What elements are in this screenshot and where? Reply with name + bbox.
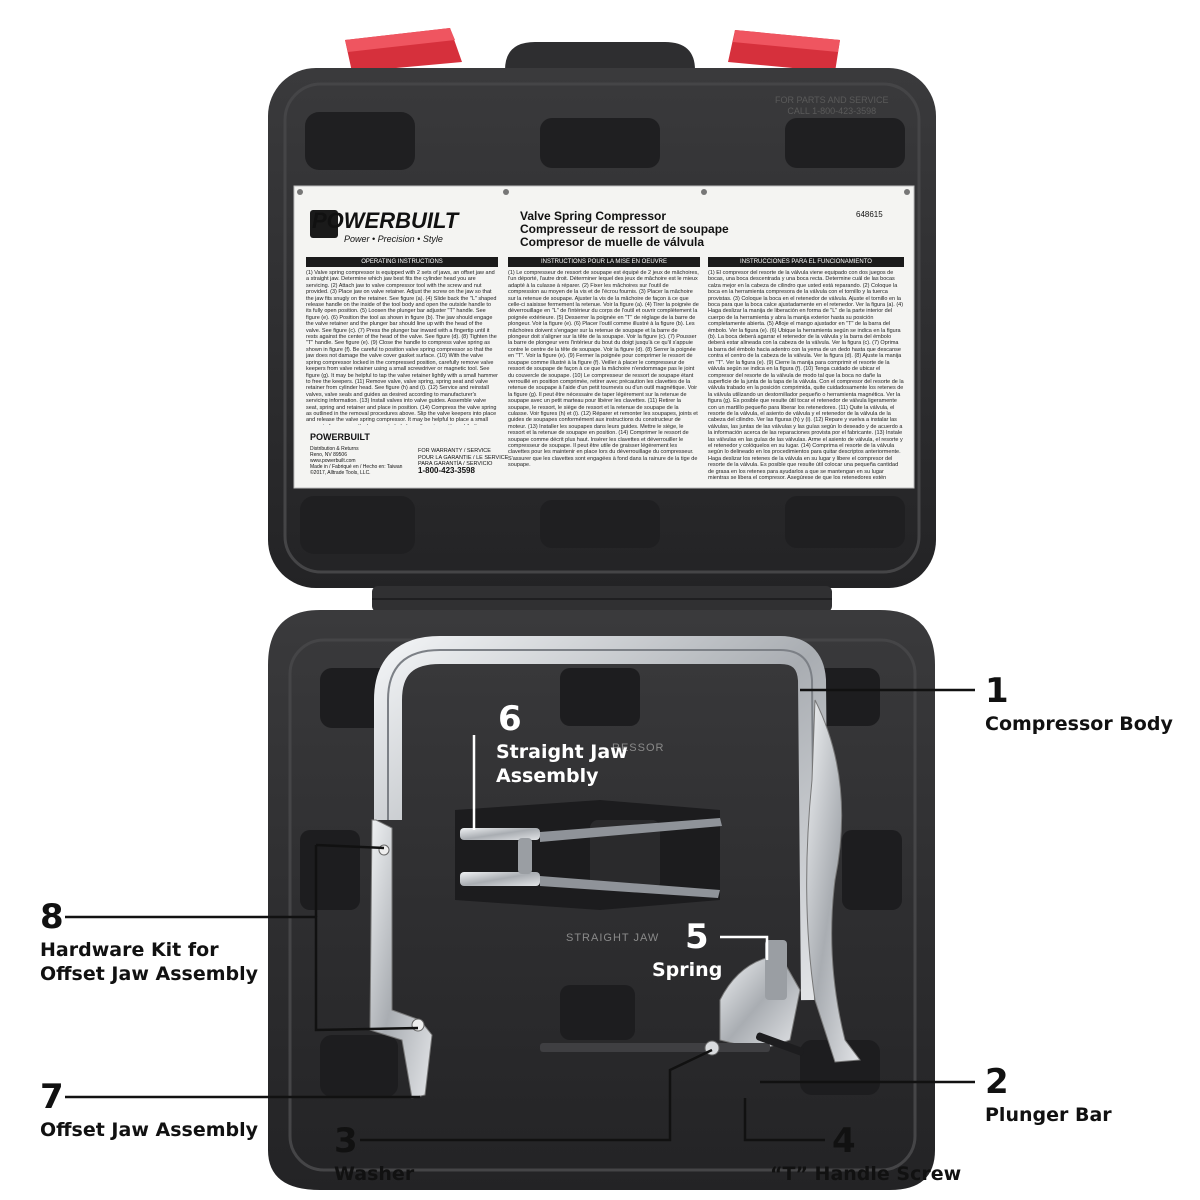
leader-8-top — [315, 843, 385, 850]
callout-label: “T” Handle Screw — [770, 1163, 962, 1185]
callout-number: 6 — [498, 699, 522, 739]
distribution: Distribution & Returns — [310, 446, 359, 452]
straight-jaw-spring — [518, 838, 532, 874]
leader-4 — [743, 1098, 825, 1142]
callout-label: Spring — [652, 959, 723, 981]
service-line-1: FOR PARTS AND SERVICE — [775, 95, 889, 105]
website: www.powerbuilt.com — [310, 458, 356, 464]
label-logo-box — [310, 210, 338, 238]
warranty-3: PARA GARANTÍA / SERVICIO — [418, 461, 493, 467]
title-en: Valve Spring Compressor — [520, 209, 667, 223]
label-title: Valve Spring Compressor Compresseur de r… — [520, 210, 729, 249]
callout-label: Plunger Bar — [985, 1104, 1112, 1126]
callout-number: 1 — [985, 671, 1009, 711]
bar-es: INSTRUCCIONES PARA EL FUNCIONAMIENTO — [708, 257, 904, 267]
tray-pocket — [842, 830, 902, 910]
callout-offset-jaw: 7 Offset Jaw Assembly — [40, 1080, 258, 1142]
label-address: Distribution & Returns Reno, NV 89506 ww… — [310, 446, 402, 476]
callout-straight-jaw: 6 — [498, 702, 522, 736]
bar-fr: INSTRUCTIONS POUR LA MISE EN OEUVRE — [508, 257, 700, 267]
callout-label: Washer — [334, 1163, 415, 1185]
warranty-1: FOR WARRANTY / SERVICE — [418, 448, 491, 454]
callout-number: 7 — [40, 1077, 64, 1117]
callout-plunger-bar: 2 Plunger Bar — [985, 1065, 1112, 1127]
callout-label: Offset Jaw Assembly — [40, 1119, 258, 1141]
left-latch-top — [345, 28, 455, 52]
lid-slot — [540, 118, 660, 168]
service-line-2: CALL 1-800-423-3598 — [787, 106, 877, 116]
instruction-label — [293, 185, 915, 489]
callout-number: 5 — [685, 917, 709, 957]
callout-straight-jaw-label: Straight Jaw Assembly — [496, 740, 636, 788]
warranty-2: POUR LA GARANTIE / LE SERVICE — [418, 454, 509, 461]
leader-8 — [65, 915, 419, 1032]
copyright: ©2017, Alltrade Tools, LLC. — [310, 470, 371, 476]
callout-number: 2 — [985, 1062, 1009, 1102]
title-fr: Compresseur de ressort de soupape — [520, 222, 729, 236]
label-brand: POWERBUILT — [312, 208, 459, 233]
callout-number: 3 — [334, 1121, 358, 1161]
callout-number: 8 — [40, 897, 64, 937]
tray-pocket — [320, 1035, 398, 1097]
callout-label: Straight Jaw Assembly — [496, 741, 628, 787]
tray-pocket — [560, 985, 635, 1040]
callout-hardware-kit: 8 Hardware Kit for Offset Jaw Assembly — [40, 900, 260, 986]
callout-compressor-body: 1 Compressor Body — [985, 674, 1173, 736]
made-in: Made in / Fabriqué en / Hecho en: Taiwan — [310, 464, 403, 470]
title-es: Compresor de muelle de válvula — [520, 235, 705, 249]
label-small-brand: POWERBUILT — [310, 432, 370, 442]
lid-slot — [300, 496, 415, 554]
label-tagline: Power • Precision • Style — [344, 234, 443, 244]
callout-label: Hardware Kit for Offset Jaw Assembly — [40, 939, 258, 985]
bar-en: OPERATING INSTRUCTIONS — [306, 257, 498, 267]
case-handle — [505, 42, 695, 110]
callout-spring: 5 — [685, 920, 709, 954]
text-es: (1) El compresor del resorte de la válvu… — [708, 270, 904, 480]
callout-washer: 3 Washer — [334, 1124, 414, 1186]
callout-number: 4 — [832, 1121, 856, 1161]
lid-slot — [540, 500, 660, 548]
plunger-bar — [540, 1043, 770, 1052]
right-latch-top — [733, 30, 840, 52]
lid-service-text: FOR PARTS AND SERVICE CALL 1-800-423-359… — [775, 95, 889, 117]
tray-emboss-straight-jaw: STRAIGHT JAW — [566, 932, 660, 944]
text-fr: (1) Le compresseur de ressort de soupape… — [508, 270, 699, 469]
callout-label: Compressor Body — [985, 713, 1173, 735]
lid-slot — [785, 496, 905, 548]
tray-emboss-compressor: RESSOR — [612, 742, 665, 754]
callout-t-handle-screw-label: “T” Handle Screw — [770, 1162, 961, 1186]
tray-pocket — [560, 668, 640, 726]
label-warranty: FOR WARRANTY / SERVICE POUR LA GARANTIE … — [418, 448, 508, 474]
offset-jaw-screw — [378, 844, 390, 856]
t-handle-screw — [755, 1032, 805, 1056]
label-part-number: 648615 — [856, 210, 883, 219]
leader-lines — [65, 688, 975, 1142]
tray-pocket — [300, 830, 360, 910]
compressor-handle — [806, 699, 861, 1063]
text-en: (1) Valve spring compressor is equipped … — [306, 270, 498, 425]
spring — [765, 940, 787, 1000]
callout-spring-label: Spring — [652, 958, 722, 982]
callout-t-handle-screw: 4 — [832, 1124, 856, 1158]
lid-slot — [305, 112, 415, 170]
city: Reno, NV 89506 — [310, 452, 347, 458]
leader-3 — [360, 1048, 713, 1142]
lid-slot — [785, 118, 905, 168]
straight-jaw-lower — [460, 872, 540, 886]
leader-5 — [720, 935, 769, 960]
warranty-phone: 1-800-423-3598 — [418, 465, 475, 475]
straight-jaw-upper — [460, 828, 540, 840]
